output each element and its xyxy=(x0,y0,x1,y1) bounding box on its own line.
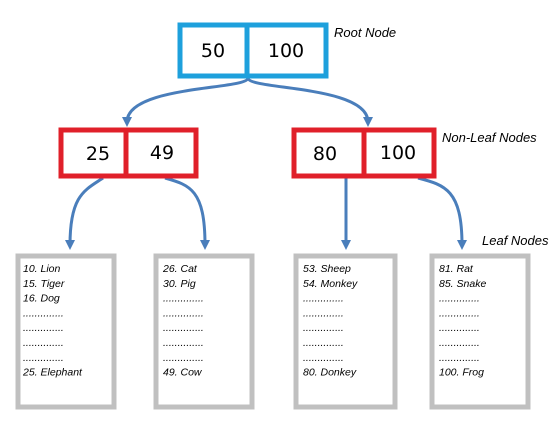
leaf-2-entry: .............. xyxy=(163,337,204,349)
leaf-3-entry: .............. xyxy=(303,307,344,319)
internal-node-left: 25 49 xyxy=(58,127,199,179)
edge-root-to-right-node xyxy=(246,77,373,127)
leaf-node-3: 53. Sheep 54. Monkey.....................… xyxy=(293,253,398,410)
leaf-3-entry: 54. Monkey xyxy=(303,278,358,290)
leaf-node-1: 10. Lion 15. Tiger 16. Dog................… xyxy=(15,253,117,410)
leaf-node-2: 26. Cat 30. Pig..........................… xyxy=(153,253,255,410)
edge-root-to-left-node xyxy=(122,76,250,127)
tree-edges xyxy=(65,76,467,250)
left-node-key-1: 25 xyxy=(86,143,110,165)
leaf-3-entry: .............. xyxy=(303,337,344,349)
right-node-key-1: 80 xyxy=(313,143,337,165)
leaf-3-entry: 80. Donkey xyxy=(303,367,357,379)
leaf-3-entry: .............. xyxy=(303,293,344,305)
leaf-nodes-label: Leaf Nodes xyxy=(482,233,549,248)
non-leaf-nodes-label: Non-Leaf Nodes xyxy=(442,130,537,145)
leaf-node-4: 81. Rat 85. Snake........................… xyxy=(429,253,531,410)
leaf-3-entry: .............. xyxy=(303,322,344,334)
leaf-3-entry: 53. Sheep xyxy=(303,263,351,275)
leaf-4-entry: 85. Snake xyxy=(439,278,486,290)
leaf-4-entry: 100. Frog xyxy=(439,367,484,379)
edge-left-node-to-leaf-1 xyxy=(65,176,104,250)
leaf-2-entry: 49. Cow xyxy=(163,367,203,379)
leaf-1-entry: .............. xyxy=(23,352,64,364)
leaf-1-entry: 16. Dog xyxy=(23,293,60,305)
leaf-4-entry: .............. xyxy=(439,307,480,319)
leaf-4-entry: .............. xyxy=(439,322,480,334)
leaf-2-entry: 30. Pig xyxy=(163,278,196,290)
edge-right-node-to-leaf-4 xyxy=(417,176,467,250)
leaf-1-entry: 10. Lion xyxy=(23,263,61,275)
root-node: 50 100 xyxy=(177,22,329,79)
left-node-key-2: 49 xyxy=(150,142,174,164)
edge-left-node-to-leaf-2 xyxy=(164,176,210,250)
leaf-1-entry: 15. Tiger xyxy=(23,278,65,290)
leaf-2-entry: .............. xyxy=(163,293,204,305)
leaf-1-entry: 25. Elephant xyxy=(22,367,83,379)
root-node-label: Root Node xyxy=(334,25,396,40)
root-key-2: 100 xyxy=(268,40,304,62)
internal-node-right: 80 100 xyxy=(291,127,437,179)
leaf-4-entry: .............. xyxy=(439,293,480,305)
leaf-2-entry: .............. xyxy=(163,352,204,364)
leaf-1-entry: .............. xyxy=(23,307,64,319)
leaf-2-entry: 26. Cat xyxy=(162,263,198,275)
leaf-1-entry: .............. xyxy=(23,337,64,349)
leaf-3-entry: .............. xyxy=(303,352,344,364)
right-node-key-2: 100 xyxy=(380,142,416,164)
leaf-4-entry: .............. xyxy=(439,337,480,349)
leaf-2-entry: .............. xyxy=(163,322,204,334)
leaf-4-entry: .............. xyxy=(439,352,480,364)
leaf-4-entry: 81. Rat xyxy=(439,263,474,275)
leaf-1-entry: .............. xyxy=(23,322,64,334)
leaf-2-entry: .............. xyxy=(163,307,204,319)
root-key-1: 50 xyxy=(201,40,225,62)
